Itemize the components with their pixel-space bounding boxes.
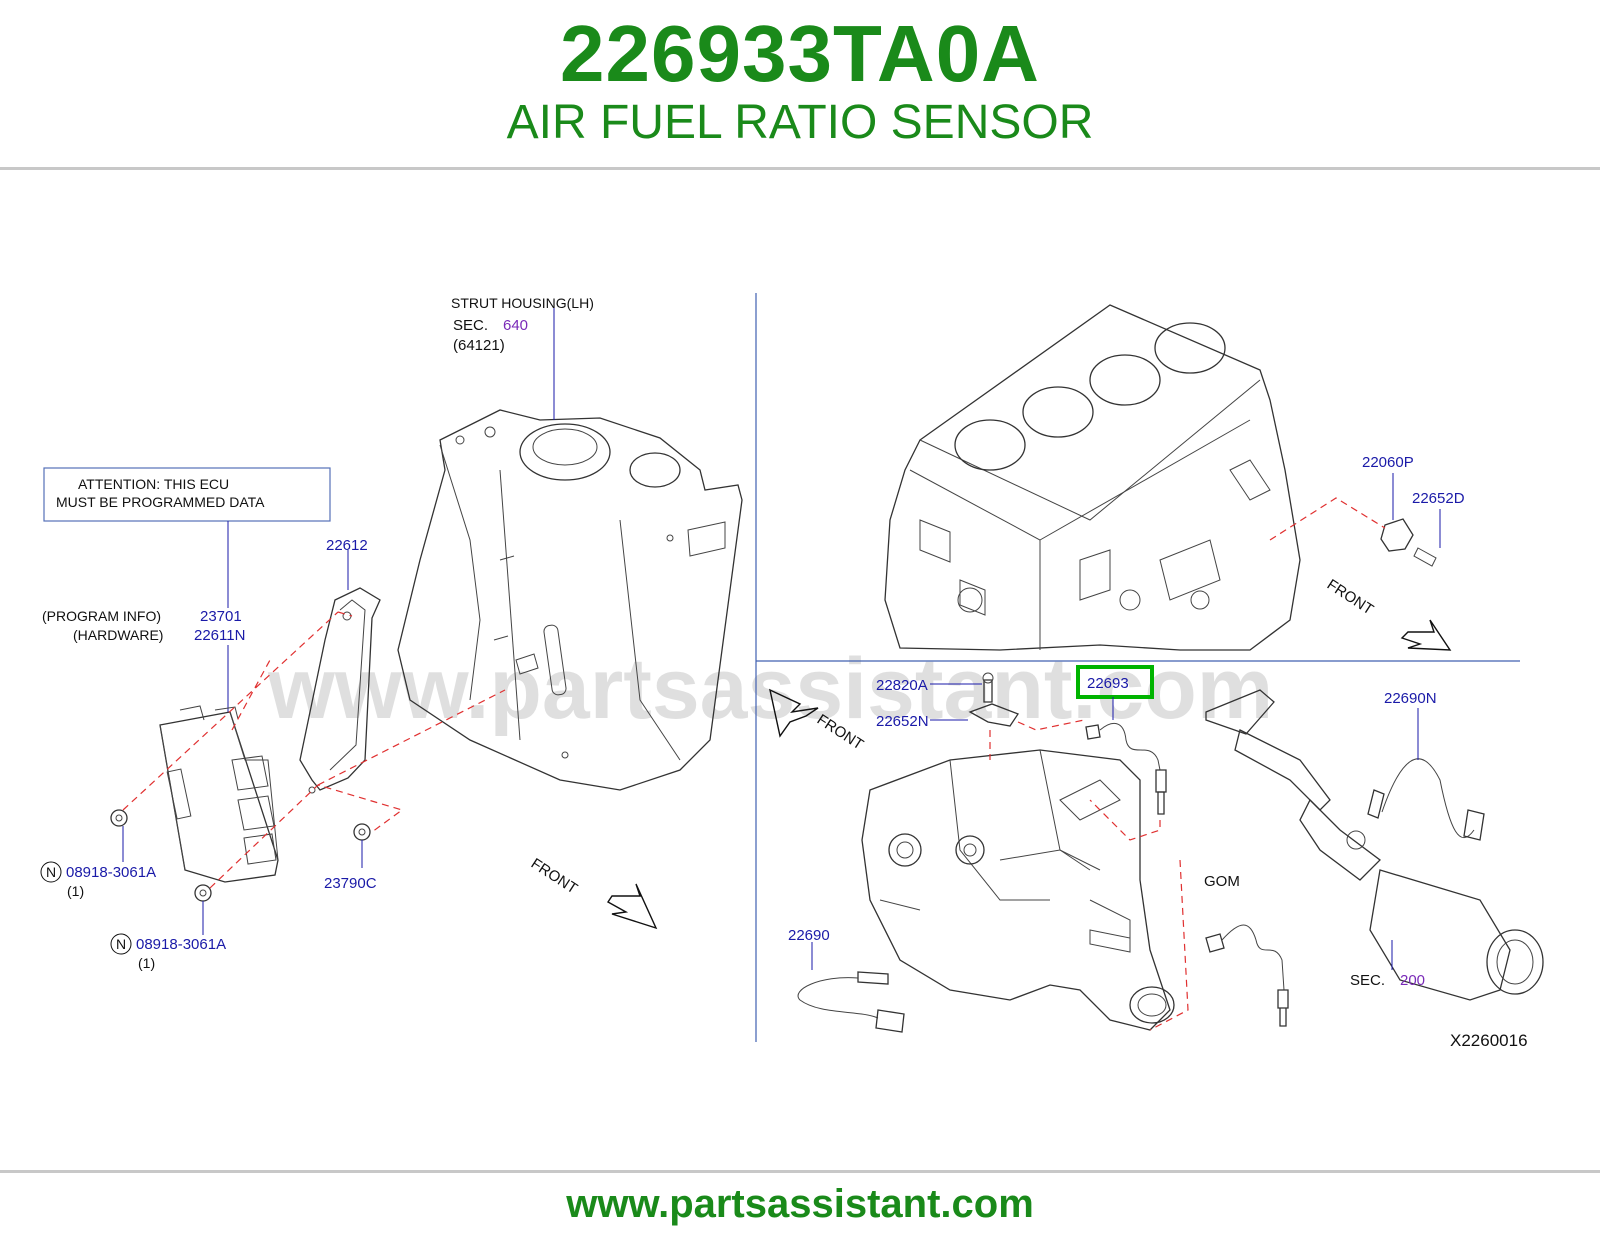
front-arrow-left-icon xyxy=(606,883,658,930)
part-number-title: 226933TA0A xyxy=(560,9,1040,98)
gom-label: GOM xyxy=(1204,873,1240,890)
part-link-22690N[interactable]: 22690N xyxy=(1384,690,1437,707)
part-name-subtitle: AIR FUEL RATIO SENSOR xyxy=(506,96,1094,149)
part-link-22652D[interactable]: 22652D xyxy=(1412,490,1465,507)
program-info-label: (PROGRAM INFO) xyxy=(42,608,161,624)
footer-divider xyxy=(0,1170,1600,1173)
ecu-drawing xyxy=(159,705,279,883)
part-link-08918-3061A-1[interactable]: 08918-3061A xyxy=(66,864,156,881)
strut-housing-drawing xyxy=(397,409,743,791)
part-link-22612[interactable]: 22612 xyxy=(326,537,368,554)
left-dashed-assembly-lines xyxy=(122,611,506,889)
diagram-code: X2260016 xyxy=(1450,1031,1528,1050)
air-fuel-sensor-drawing xyxy=(1085,722,1167,815)
qty-label-2: (1) xyxy=(138,955,155,971)
part-link-08918-3061A-2[interactable]: 08918-3061A xyxy=(136,936,226,953)
part-link-22652N[interactable]: 22652N xyxy=(876,713,929,730)
front-arrow-top-right-icon xyxy=(1400,619,1452,651)
sensor-22690N-drawing xyxy=(1367,758,1485,841)
sec-prefix-640: SEC. xyxy=(453,317,488,334)
sensor-dashed-lines xyxy=(989,719,1189,1031)
catalytic-converter-drawing xyxy=(1205,689,1544,1001)
part-link-22820A[interactable]: 22820A xyxy=(876,677,928,694)
engine-block-drawing xyxy=(884,304,1301,651)
highlight-box-22693 xyxy=(1076,665,1154,699)
part-link-23790C[interactable]: 23790C xyxy=(324,875,377,892)
parts-diagram: www.partsassistant.com STRUT HOUSING(LH)… xyxy=(40,293,1544,1050)
knock-sensor-drawing xyxy=(1380,518,1437,567)
exhaust-manifold-drawing xyxy=(861,749,1175,1031)
n-symbol-2: N xyxy=(116,936,126,952)
n-symbol-circle-2 xyxy=(110,933,132,955)
strut-code-label: (64121) xyxy=(453,337,505,354)
front-label-left: FRONT xyxy=(528,855,581,897)
sec-link-200[interactable]: 200 xyxy=(1400,972,1425,989)
n-symbol-circle-1 xyxy=(40,861,62,883)
part-link-22693[interactable]: 22693 xyxy=(1087,675,1129,692)
knock-dashed-line xyxy=(1269,497,1386,541)
sensor-22690-drawing xyxy=(797,971,905,1033)
gom-sensor-drawing xyxy=(1205,924,1289,1027)
front-label-top-right: FRONT xyxy=(1324,576,1377,618)
page-header: 226933TA0A AIR FUEL RATIO SENSOR xyxy=(0,0,1600,170)
part-link-23701[interactable]: 23701 xyxy=(200,608,242,625)
attention-line-2: MUST BE PROGRAMMED DATA xyxy=(56,494,265,510)
part-link-22611N[interactable]: 22611N xyxy=(194,627,245,644)
n-symbol-1: N xyxy=(46,864,56,880)
part-link-22690[interactable]: 22690 xyxy=(788,927,830,944)
sec-prefix-200: SEC. xyxy=(1350,972,1385,989)
strut-housing-label: STRUT HOUSING(LH) xyxy=(451,295,594,311)
part-link-22060P[interactable]: 22060P xyxy=(1362,454,1414,471)
attention-box xyxy=(43,467,331,522)
watermark-text: www.partsassistant.com xyxy=(267,641,1273,737)
front-arrow-bottom-right-icon xyxy=(769,688,819,738)
attention-line-1: ATTENTION: THIS ECU xyxy=(78,476,229,492)
qty-label-1: (1) xyxy=(67,883,84,899)
header-divider xyxy=(0,167,1600,170)
bolt-bracket-drawing xyxy=(968,672,1019,727)
sec-link-640[interactable]: 640 xyxy=(503,317,528,334)
bracket-22612-drawing xyxy=(299,587,381,794)
hardware-label: (HARDWARE) xyxy=(73,627,163,643)
footer-website-link[interactable]: www.partsassistant.com xyxy=(566,1182,1034,1226)
